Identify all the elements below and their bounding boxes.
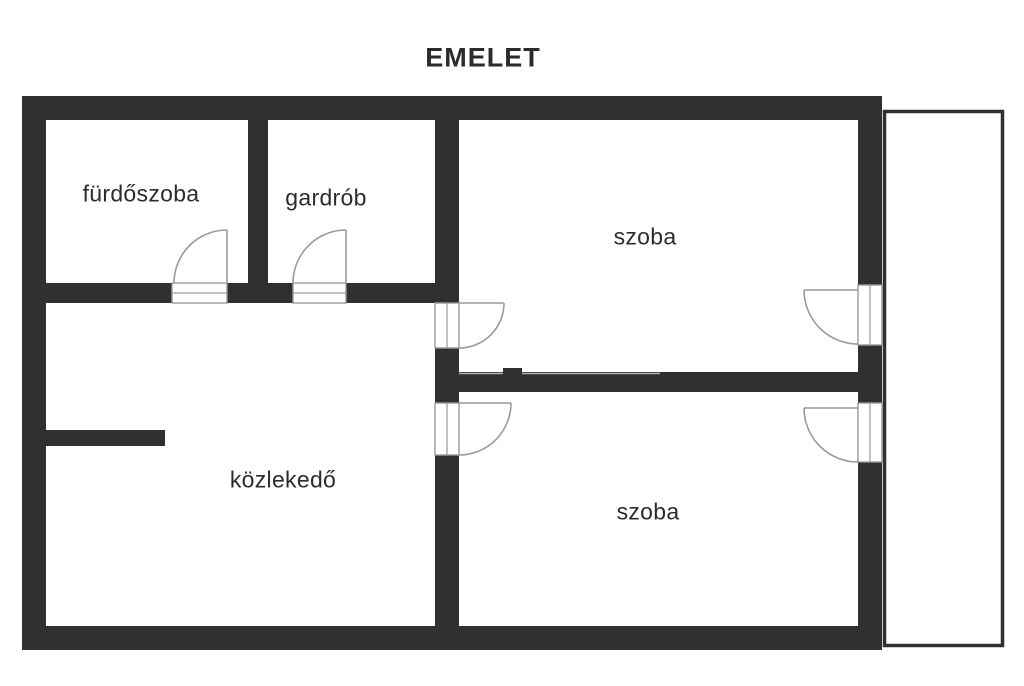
terrace-outline (882, 109, 1005, 648)
wall-right-upper (858, 96, 882, 285)
wall-central-middle (435, 348, 459, 403)
room-label-hallway: közlekedő (229, 466, 337, 493)
threshold-bathroom-door (171, 282, 228, 304)
wall-central-bottom (435, 455, 459, 626)
room-label-bathroom: fürdőszoba (82, 180, 200, 207)
wall-right-middle (858, 345, 882, 403)
wall-bathroom-south-1 (46, 283, 172, 303)
page-title: EMELET (425, 42, 541, 73)
threshold-wardrobe-door (292, 282, 347, 304)
wall-bathroom-wardrobe-divider (248, 120, 268, 283)
door-room-lower (458, 402, 512, 456)
wall-wardrobe-south (346, 283, 435, 303)
room-label-wardrobe: gardrób (285, 184, 367, 211)
wall-central-top (435, 120, 459, 303)
wall-left (22, 96, 46, 650)
wall-top (22, 96, 882, 120)
wall-bathroom-south-2 (227, 283, 293, 303)
door-bathroom (173, 229, 228, 284)
room-label-room-lower: szoba (616, 498, 680, 525)
wall-bottom (22, 626, 882, 650)
wall-right-lower (858, 462, 882, 650)
door-balcony-upper (803, 289, 859, 345)
door-wardrobe (292, 229, 347, 284)
wall-rooms-divider (459, 372, 858, 392)
threshold-room-upper-door (434, 302, 460, 349)
door-room-upper (458, 302, 505, 349)
threshold-room-lower-door (434, 402, 460, 456)
room-label-room-upper: szoba (613, 223, 677, 250)
window-room-lower (857, 402, 883, 463)
wall-hallway-stub (46, 430, 165, 446)
door-balcony-lower (803, 407, 859, 463)
window-room-upper (857, 284, 883, 346)
sliding-door-stop (503, 368, 522, 377)
